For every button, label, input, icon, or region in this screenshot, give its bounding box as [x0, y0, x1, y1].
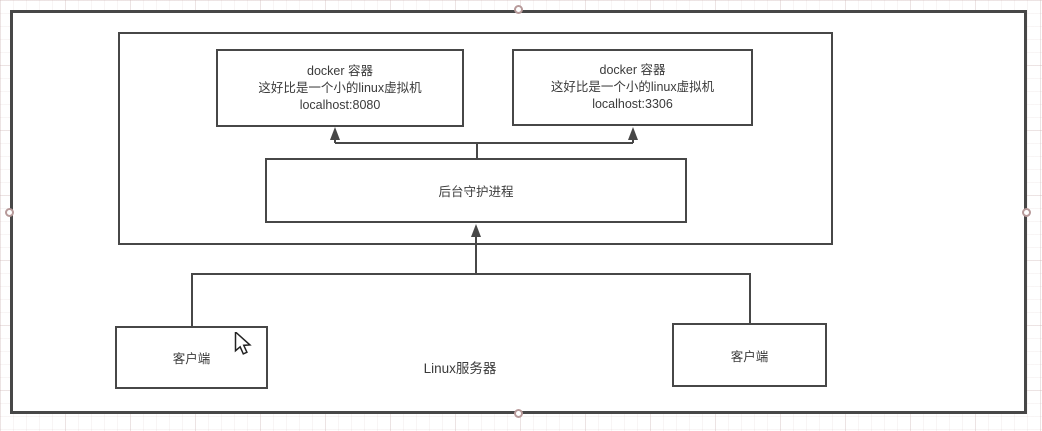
linux-server-label[interactable]: Linux服务器 — [423, 361, 497, 376]
client-box-left[interactable]: 客户端 — [115, 326, 268, 389]
selection-handle-right[interactable] — [1022, 208, 1031, 217]
daemon-box-label: 后台守护进程 — [438, 185, 514, 199]
daemon-box[interactable]: 后台守护进程 — [265, 158, 687, 223]
docker-container-2-address: localhost:3306 — [592, 97, 673, 111]
mouse-cursor-icon — [234, 332, 252, 355]
client-box-left-label: 客户端 — [172, 352, 211, 366]
client-box-right-label: 客户端 — [730, 349, 769, 364]
selection-handle-left[interactable] — [5, 208, 14, 217]
docker-container-1-subtitle: 这好比是一个小的linux虚拟机 — [258, 80, 422, 95]
docker-container-1-address: localhost:8080 — [299, 97, 381, 112]
docker-container-2-title: docker 容器 — [599, 63, 666, 77]
selection-handle-bottom[interactable] — [514, 409, 523, 418]
docker-container-1-box[interactable]: docker 容器 这好比是一个小的linux虚拟机 localhost:808… — [216, 49, 464, 127]
docker-container-2-box[interactable]: docker 容器 这好比是一个小的linux虚拟机 localhost:330… — [512, 49, 753, 126]
client-box-right[interactable]: 客户端 — [672, 323, 827, 387]
docker-container-2-subtitle: 这好比是一个小的linux虚拟机 — [550, 80, 715, 94]
docker-container-1-title: docker 容器 — [307, 63, 373, 78]
selection-handle-top[interactable] — [514, 5, 523, 14]
